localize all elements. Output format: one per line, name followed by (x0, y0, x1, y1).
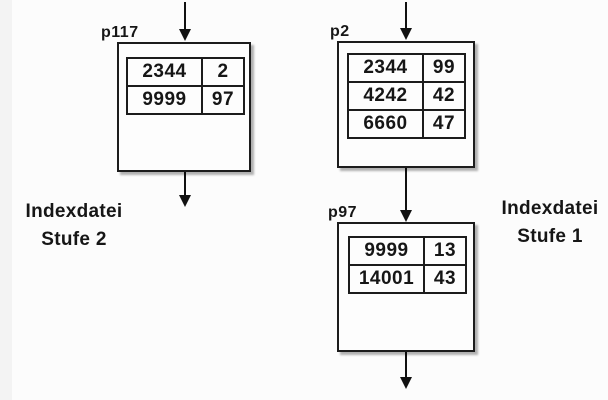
pointer-cell: 42 (422, 81, 466, 111)
caption-line: Indexdatei (501, 198, 599, 219)
table-row: 2344 2 (126, 57, 245, 87)
arrow-line (405, 348, 407, 377)
key-cell: 9999 (348, 236, 425, 266)
arrow-out-of-p97 (400, 348, 412, 389)
caption-line: Indexdatei (25, 201, 123, 222)
key-cell: 6660 (347, 109, 424, 139)
arrow-line (405, 2, 407, 28)
arrow-into-p117 (179, 2, 191, 41)
arrow-head-icon (179, 29, 191, 41)
key-cell: 9999 (126, 85, 203, 115)
table-row: 6660 47 (347, 109, 466, 139)
pointer-cell: 2 (201, 57, 245, 87)
caption-indexdatei-stufe-1: Indexdatei Stufe 1 (488, 195, 608, 251)
arrow-p2-to-p97 (400, 164, 412, 222)
key-cell: 14001 (348, 264, 425, 294)
pointer-cell: 43 (423, 264, 467, 294)
arrow-head-icon (400, 377, 412, 389)
node-label-p97: p97 (328, 204, 358, 221)
arrow-into-p2 (400, 2, 412, 40)
pointer-cell: 97 (201, 85, 245, 115)
arrow-head-icon (179, 195, 191, 207)
table-row: 9999 13 (348, 236, 467, 266)
key-cell: 2344 (347, 53, 424, 83)
arrow-line (184, 172, 186, 195)
arrow-head-icon (400, 28, 412, 40)
pointer-cell: 99 (422, 53, 466, 83)
arrow-head-icon (400, 210, 412, 222)
caption-line: Stufe 2 (41, 229, 107, 250)
caption-line: Stufe 1 (517, 226, 583, 247)
index-table-p97: 9999 13 14001 43 (348, 236, 467, 294)
key-cell: 4242 (347, 81, 424, 111)
table-row: 2344 99 (347, 53, 466, 83)
arrow-line (184, 2, 186, 29)
page-edge-band (0, 0, 12, 400)
table-row: 9999 97 (126, 85, 245, 115)
caption-indexdatei-stufe-2: Indexdatei Stufe 2 (8, 198, 140, 254)
index-table-p2: 2344 99 4242 42 6660 47 (347, 53, 466, 139)
pointer-cell: 47 (422, 109, 466, 139)
key-cell: 2344 (126, 57, 203, 87)
arrow-out-of-p117 (179, 172, 191, 207)
node-label-p2: p2 (330, 23, 350, 40)
node-label-p117: p117 (101, 24, 139, 41)
table-row: 4242 42 (347, 81, 466, 111)
arrow-line (405, 164, 407, 210)
table-row: 14001 43 (348, 264, 467, 294)
pointer-cell: 13 (423, 236, 467, 266)
index-table-p117: 2344 2 9999 97 (126, 57, 245, 115)
